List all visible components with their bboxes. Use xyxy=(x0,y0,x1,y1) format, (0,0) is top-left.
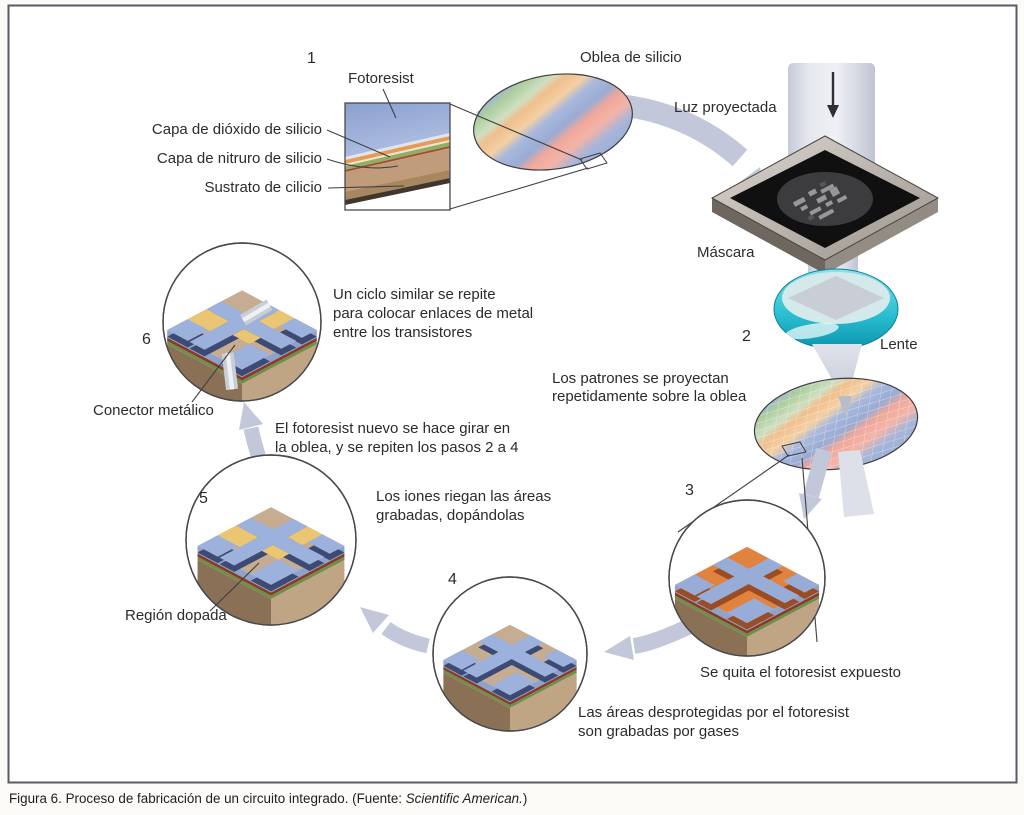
label-conector: Conector metálico xyxy=(93,402,214,419)
focus-cone-tip xyxy=(838,396,852,418)
label-mascara: Máscara xyxy=(697,244,755,261)
step-number-3: 3 xyxy=(685,482,694,499)
figure-caption: Figura 6. Proceso de fabricación de un c… xyxy=(9,791,527,806)
step-number-6: 6 xyxy=(142,331,151,348)
label-ciclo-3: entre los transistores xyxy=(333,324,472,341)
label-oblea: Oblea de silicio xyxy=(580,49,682,66)
label-iones-1: Los iones riegan las áreas xyxy=(376,488,551,505)
label-areas-2: son grabadas por gases xyxy=(578,723,739,740)
label-fotoresist: Fotoresist xyxy=(348,70,415,87)
pointer-line-region-dopada xyxy=(209,562,260,612)
step-number-1: 1 xyxy=(307,50,316,67)
flow-arrow-wafer-to-step3 xyxy=(799,447,832,519)
label-iones-2: grabadas, dopándolas xyxy=(376,507,524,524)
caption-source: Scientific American. xyxy=(406,791,523,806)
step-number-5: 5 xyxy=(199,490,208,507)
step-circle-4 xyxy=(432,576,588,732)
patterned-wafer xyxy=(753,377,919,471)
flow-arrow-4-5 xyxy=(360,607,430,654)
label-luz: Luz proyectada xyxy=(674,99,777,116)
down-arrow-icon xyxy=(827,72,839,118)
silicon-wafer xyxy=(473,73,633,171)
label-capa-nitruro: Capa de nitruro de silicio xyxy=(157,150,322,167)
caption-prefix: Figura 6. Proceso de fabricación de un c… xyxy=(9,791,406,806)
label-fotoresist-nuevo-1: El fotoresist nuevo se hace girar en xyxy=(275,420,510,437)
label-region-dopada: Región dopada xyxy=(125,607,227,624)
label-patrones-2: repetidamente sobre la oblea xyxy=(552,388,747,405)
step-number-2: 2 xyxy=(742,328,751,345)
photomask xyxy=(710,135,940,274)
lens-chip-image xyxy=(788,276,884,320)
pointer-line-conector xyxy=(191,344,236,403)
flow-arrow-3-4 xyxy=(604,618,694,660)
label-sustrato: Sustrato de cilicio xyxy=(204,179,322,196)
label-capa-dioxido: Capa de dióxido de silicio xyxy=(152,121,322,138)
label-ciclo-2: para colocar enlaces de metal xyxy=(333,305,533,322)
label-lente: Lente xyxy=(880,336,918,353)
lens xyxy=(773,268,899,350)
label-ciclo-1: Un ciclo similar se repite xyxy=(333,286,496,303)
step-circle-3 xyxy=(668,499,826,657)
mask-chip-pattern xyxy=(792,181,848,221)
pointer-lines-step1 xyxy=(326,88,405,189)
caption-suffix: ) xyxy=(523,791,527,806)
label-fotoresist-nuevo-2: la oblea, y se repiten los pasos 2 a 4 xyxy=(275,439,519,456)
magnifier-lines-step1 xyxy=(449,103,608,210)
step-circle-6 xyxy=(162,242,322,402)
step-circle-5 xyxy=(185,454,357,626)
label-areas-1: Las áreas desprotegidas por el fotoresis… xyxy=(578,704,850,721)
label-quita: Se quita el fotoresist expuesto xyxy=(700,664,901,681)
label-patrones-1: Los patrones se proyectan xyxy=(552,370,729,387)
step-number-4: 4 xyxy=(448,571,457,588)
light-beam-below xyxy=(838,450,874,517)
